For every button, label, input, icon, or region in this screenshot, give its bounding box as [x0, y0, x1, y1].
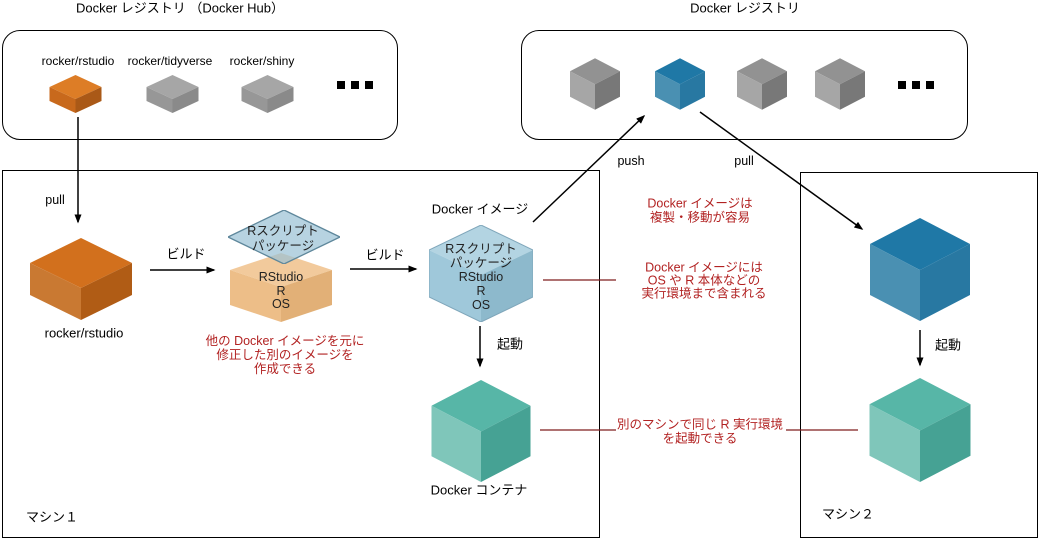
pulled-blue-image-cube-icon — [870, 218, 970, 321]
annotation-copy-easy: Docker イメージは 複製・移動が容易 — [647, 196, 753, 224]
registry-title: Docker レジストリ — [690, 0, 800, 16]
registry-hub-box — [2, 30, 398, 140]
docker-container-cube-icon — [869, 378, 971, 482]
machine1-box — [2, 170, 600, 538]
ellipsis-icon — [898, 81, 934, 89]
push-label: push — [617, 153, 645, 168]
rocker-rstudio-base-cube-icon — [30, 238, 132, 320]
layered-base-image-icon — [230, 253, 332, 322]
gray-image-cube-icon — [737, 58, 787, 110]
rocker-shiny-cube-icon — [241, 75, 294, 113]
registry-hub-title: Docker レジストリ （Docker Hub） — [75, 0, 285, 16]
annotation-contains: Docker イメージには OS や R 本体などの 実行環境まで含まれる — [641, 260, 767, 301]
pull-label-right: pull — [734, 153, 754, 168]
pushed-blue-image-cube-icon — [655, 58, 705, 110]
ellipsis-icon — [337, 81, 373, 89]
rocker-tidyverse-cube-icon — [146, 75, 199, 113]
gray-image-cube-icon — [815, 58, 865, 110]
docker-image-hex-cube-icon — [429, 225, 533, 322]
machine2-box — [800, 172, 1038, 538]
rocker-rstudio-cube-icon — [49, 75, 102, 113]
layered-script-slab-icon — [228, 210, 340, 264]
docker-container-cube-icon — [431, 380, 531, 482]
annotation-same-env: 別のマシンで同じ R 実行環境 を起動できる — [617, 417, 783, 445]
gray-image-cube-icon — [570, 58, 620, 110]
